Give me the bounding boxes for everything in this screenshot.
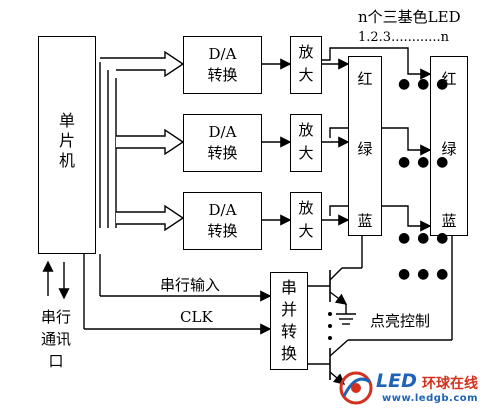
led-blue-label: 蓝: [441, 212, 457, 230]
led-green-label: 绿: [441, 140, 457, 158]
comm-port-line: 口: [48, 352, 64, 370]
led-red-label: 红: [441, 70, 457, 88]
led-column-1: 红 绿 蓝: [348, 56, 382, 236]
comm-port-line: 通讯: [40, 330, 71, 348]
transistor-n-collector: [329, 339, 349, 357]
amp-label-line1: 放: [298, 121, 314, 139]
sp-label-char: 转: [280, 322, 297, 341]
led-index-range: 1.2.3............n: [358, 30, 450, 45]
serial-parallel-converter: 串 并 转 换: [270, 272, 308, 370]
continuation-dot: [328, 336, 332, 340]
led-blue-label: 蓝: [357, 212, 373, 230]
mcu-label-char: 片: [58, 131, 75, 150]
transistor-1-collector: [329, 267, 343, 281]
amp-label-line2: 大: [298, 144, 314, 162]
continuation-dots: ● ● ●: [398, 76, 450, 92]
led-green-label: 绿: [357, 140, 373, 158]
mcu-label-char: 机: [58, 151, 75, 170]
da-label-line1: D/A: [208, 45, 237, 63]
led-column-n: 红 绿 蓝: [430, 56, 468, 236]
amp-label-line2: 大: [298, 222, 314, 240]
da-label-line2: 转换: [207, 144, 238, 162]
da-label-line1: D/A: [208, 123, 237, 141]
amp-label-line1: 放: [298, 199, 314, 217]
amplifier-3: 放 大: [290, 192, 322, 250]
amplifier-2: 放 大: [290, 114, 322, 172]
da-label-line1: D/A: [208, 201, 237, 219]
amp-to-ledn-arrow-2: [329, 127, 432, 156]
da-label-line2: 转换: [207, 66, 238, 84]
amp-label-line1: 放: [298, 43, 314, 61]
mcu-block: 单 片 机: [38, 36, 96, 254]
bus-arrow-2: [116, 128, 185, 156]
continuation-dots: ● ● ●: [398, 230, 450, 246]
globe-logo-icon: [339, 371, 373, 405]
led-array-title: n个三基色LED: [358, 8, 461, 26]
amplifier-1: 放 大: [290, 36, 322, 94]
watermark-url: www.ledgb.com: [382, 393, 479, 404]
comm-port-line: 串行: [40, 308, 71, 326]
da-converter-1: D/A 转换: [183, 36, 262, 94]
watermark-brand: LED: [376, 370, 417, 392]
watermark-cn: 环球在线: [422, 376, 478, 392]
transistor-1-emitter: [329, 291, 348, 305]
amp-label-line2: 大: [298, 66, 314, 84]
amp-to-ledn-arrow-1: [322, 47, 432, 80]
da-converter-2: D/A 转换: [183, 114, 262, 172]
da-label-line2: 转换: [207, 222, 238, 240]
da-converter-3: D/A 转换: [183, 192, 262, 250]
light-control-label: 点亮控制: [370, 312, 431, 330]
serial-comm-port-label: 串行 通讯 口: [36, 306, 76, 372]
mcu-label-char: 单: [58, 111, 75, 130]
amp-to-ledn-arrow-3: [329, 205, 432, 232]
serial-input-label: 串行输入: [160, 276, 221, 294]
continuation-dot: [328, 312, 332, 316]
bus-arrow-1: [100, 50, 185, 78]
continuation-dot: [328, 324, 332, 328]
sp-label-char: 串: [280, 278, 297, 297]
sp-label-char: 换: [280, 344, 297, 363]
continuation-dots: ● ● ●: [398, 266, 450, 282]
bus-arrow-3: [116, 204, 185, 232]
clk-label: CLK: [180, 308, 213, 326]
watermark-logo: LED 环球在线 www.ledgb.com: [336, 368, 488, 408]
continuation-dots: ● ● ●: [398, 154, 450, 170]
led-red-label: 红: [357, 70, 373, 88]
sp-label-char: 并: [280, 300, 297, 319]
